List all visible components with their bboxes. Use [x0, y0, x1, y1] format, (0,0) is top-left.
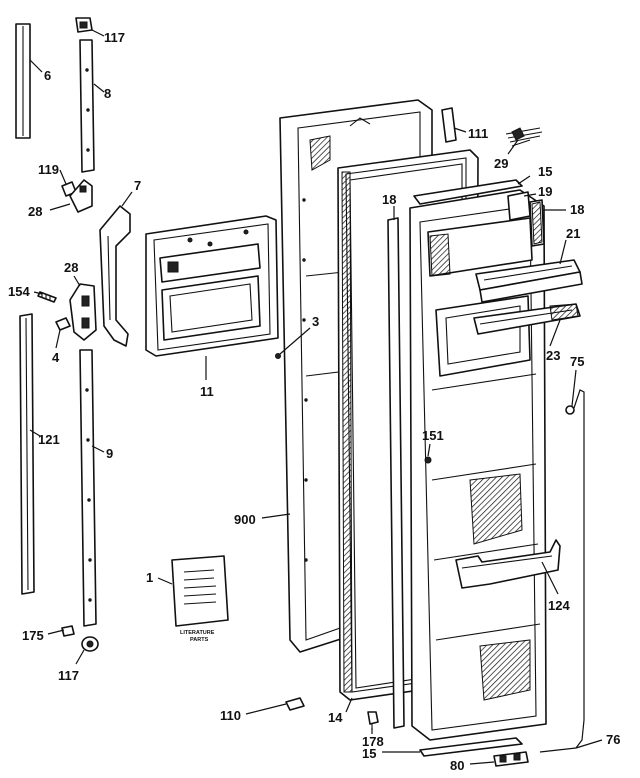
part-75-76-tube — [539, 389, 585, 753]
callout-19: 19 — [538, 184, 552, 199]
literature-line2: PARTS — [190, 637, 209, 643]
part-178-screw — [367, 711, 379, 730]
callout-28-lower: 28 — [64, 260, 78, 275]
callout-23: 23 — [546, 348, 560, 363]
part-23-shelf — [473, 303, 581, 335]
part-9-bar — [79, 349, 97, 627]
part-18-trim-right — [529, 199, 545, 247]
part-19-bracket — [507, 191, 531, 221]
part-28-bracket-upper — [69, 179, 93, 213]
part-124-bin — [455, 539, 561, 589]
callout-117-top: 117 — [104, 30, 125, 45]
part-8-bar — [79, 39, 95, 173]
callout-21: 21 — [566, 226, 580, 241]
part-21-shelf — [475, 259, 583, 303]
callout-151: 151 — [422, 428, 444, 443]
callout-175: 175 — [22, 628, 44, 643]
callout-124: 124 — [548, 598, 570, 613]
part-117-clip-top — [75, 17, 93, 33]
part-18-trim-left — [387, 217, 405, 729]
callout-9: 9 — [106, 446, 113, 461]
callout-7: 7 — [134, 178, 141, 193]
callout-8: 8 — [104, 86, 111, 101]
callout-6: 6 — [44, 68, 51, 83]
callout-11: 11 — [200, 384, 214, 399]
part-6-strip — [15, 23, 31, 139]
callout-75: 75 — [570, 354, 584, 369]
leader-lines — [29, 29, 603, 765]
part-28-bracket-lower — [69, 283, 97, 341]
callout-4: 4 — [52, 350, 60, 365]
part-1-literature: LITERATURE PARTS — [171, 555, 229, 643]
part-4-screw — [55, 317, 71, 331]
part-15-bar-bottom — [419, 737, 523, 757]
callout-28-upper: 28 — [28, 204, 42, 219]
part-121-strip — [19, 313, 35, 595]
callout-15-top: 15 — [538, 164, 552, 179]
part-80-clip — [493, 751, 529, 767]
callout-3: 3 — [312, 314, 319, 329]
callout-1: 1 — [146, 570, 153, 585]
callout-labels: 117 6 8 119 28 7 28 154 4 121 9 11 3 900… — [8, 30, 620, 773]
callout-154: 154 — [8, 284, 30, 299]
part-15-bar-top — [413, 179, 523, 205]
part-7-handle — [99, 205, 131, 347]
callout-80: 80 — [450, 758, 464, 773]
callout-178: 178 — [362, 734, 384, 749]
callout-111: 111 — [468, 126, 488, 141]
callout-110: 110 — [220, 708, 241, 723]
callout-29: 29 — [494, 156, 508, 171]
callout-18-right: 18 — [570, 202, 584, 217]
part-110-knob — [285, 697, 305, 711]
callout-18-left: 18 — [382, 192, 396, 207]
part-29-spring — [505, 127, 543, 147]
callout-900: 900 — [234, 512, 256, 527]
callout-15-bottom: 15 — [362, 746, 376, 761]
part-3-screw — [275, 353, 281, 359]
callout-121: 121 — [38, 432, 60, 447]
literature-line1: LITERATURE — [180, 630, 215, 636]
callout-14: 14 — [328, 710, 343, 725]
callout-117-bottom: 117 — [58, 668, 79, 683]
part-111-cap — [441, 107, 457, 143]
part-11-dispenser-panel — [145, 215, 279, 357]
callout-76: 76 — [606, 732, 620, 747]
part-175-screw — [61, 625, 75, 637]
callout-119: 119 — [38, 162, 59, 177]
part-117-clip-bottom — [81, 636, 99, 652]
